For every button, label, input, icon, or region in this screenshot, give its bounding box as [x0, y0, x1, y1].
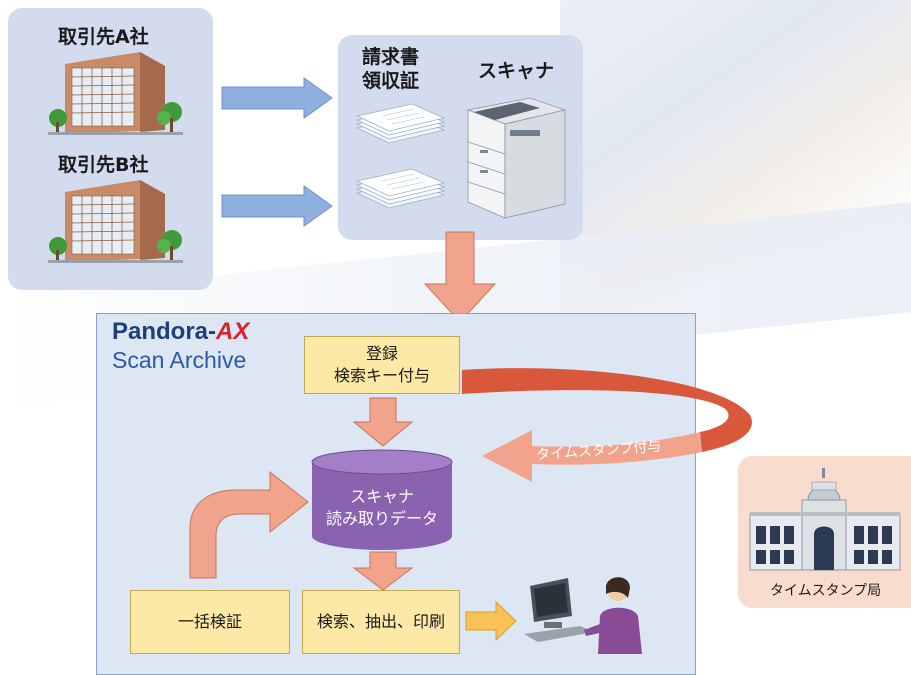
brand-name: Pandora- [112, 318, 217, 345]
arrow-client-a-to-documents [221, 77, 333, 119]
arrow-search-to-user [465, 600, 517, 642]
arrow-database-to-search [352, 551, 414, 591]
timestamp-authority-building-icon [749, 468, 901, 571]
product-logo: Pandora-AX [112, 318, 249, 346]
register-label-line2: 検索キー付与 [333, 366, 430, 385]
bulk-verify-box: 一括検証 [130, 590, 290, 654]
user-computer-icon [524, 577, 642, 654]
database-icon [311, 449, 453, 550]
brand-mark: AX [216, 318, 250, 345]
paper-stack-icon [355, 103, 446, 144]
search-extract-print-label: 検索、抽出、印刷 [316, 612, 445, 631]
building-a-icon [48, 52, 183, 135]
timestamp-arc-arrow [462, 368, 752, 482]
timestamp-authority-label: タイムスタンプ局 [769, 583, 882, 599]
paper-stack-icon [355, 168, 446, 209]
arrow-verify-to-database [189, 470, 309, 579]
database-label: スキャナ 読み取りデータ [312, 482, 452, 534]
register-label-line1: 登録 [365, 344, 398, 363]
database-label-line2: 読み取りデータ [325, 509, 438, 528]
client-b-label: 取引先B社 [58, 154, 149, 176]
database-label-line1: スキャナ [349, 487, 414, 506]
building-b-icon [48, 180, 183, 263]
arrow-scanner-to-registration [423, 231, 497, 323]
register-box: 登録 検索キー付与 [304, 336, 460, 394]
scanner-label: スキャナ [478, 60, 555, 82]
arrow-client-b-to-documents [221, 185, 333, 227]
bulk-verify-label: 一括検証 [177, 612, 242, 631]
documents-label-line2: 領収証 [362, 70, 420, 92]
product-subtitle: Scan Archive [112, 347, 247, 373]
documents-label-line1: 請求書 [362, 46, 420, 68]
client-a-label: 取引先A社 [58, 26, 149, 48]
scanner-icon [466, 97, 567, 219]
search-extract-print-box: 検索、抽出、印刷 [302, 590, 460, 654]
arrow-register-to-database [352, 397, 414, 447]
